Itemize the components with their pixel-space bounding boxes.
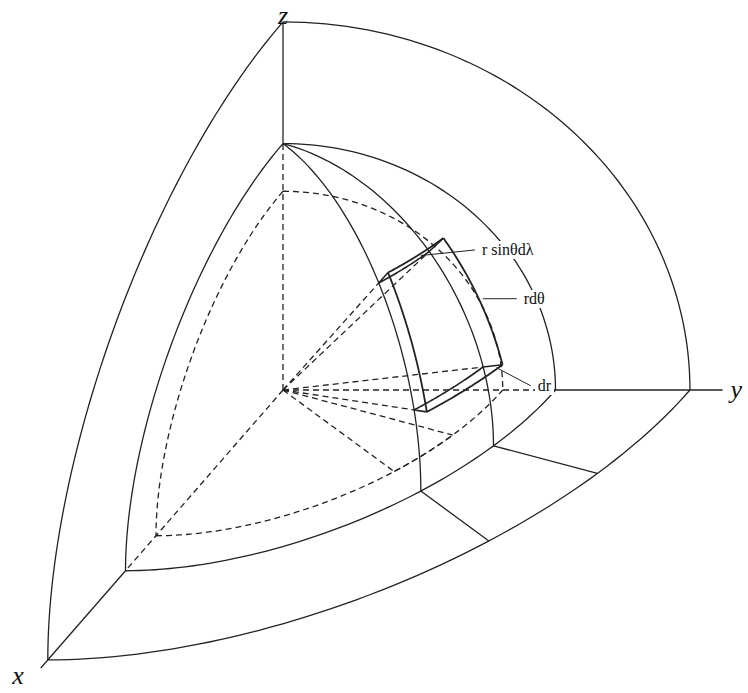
shell-arc [283,144,555,390]
volume-element-edge [427,365,503,412]
volume-element-edge [388,273,427,412]
meridian [283,144,493,446]
hidden-shell-arc [156,191,283,536]
z-axis [282,22,283,144]
leader-line [421,250,475,256]
leader-line [483,298,517,299]
hidden-element-base [394,435,453,471]
hidden-shell-arc [156,390,503,536]
shell-arc [126,390,556,571]
shell-arc [126,144,283,571]
axis-label: x [9,662,27,690]
equatorial-line [421,491,489,541]
volume-element-edge [414,367,483,410]
dimension-label: r sinθdλ [479,241,536,259]
hidden-axis [282,144,283,390]
volume-element-edge [429,238,443,251]
hidden-axis [126,390,283,571]
hidden-radial [283,283,379,390]
volume-element-edge [379,252,429,283]
axis-label: z [275,2,291,30]
hidden-radial [283,390,394,472]
outer-sphere-arc [48,22,283,660]
dimension-label: dr [535,377,554,395]
hidden-shell-arc [283,191,503,390]
volume-element-edge [483,365,502,367]
hidden-axis [283,389,555,390]
volume-element-edge [414,410,427,412]
volume-element-edge [388,238,443,272]
hidden-radial [283,390,414,410]
volume-element-edge [379,273,388,283]
y-axis [555,389,722,390]
equatorial-line [493,446,597,474]
leader-line [496,368,530,386]
x-axis [41,571,126,668]
dimension-label: rdθ [521,290,548,308]
axis-label: y [727,376,745,404]
meridian [283,144,421,492]
hidden-radial [283,252,429,390]
outer-sphere-arc [283,22,690,390]
